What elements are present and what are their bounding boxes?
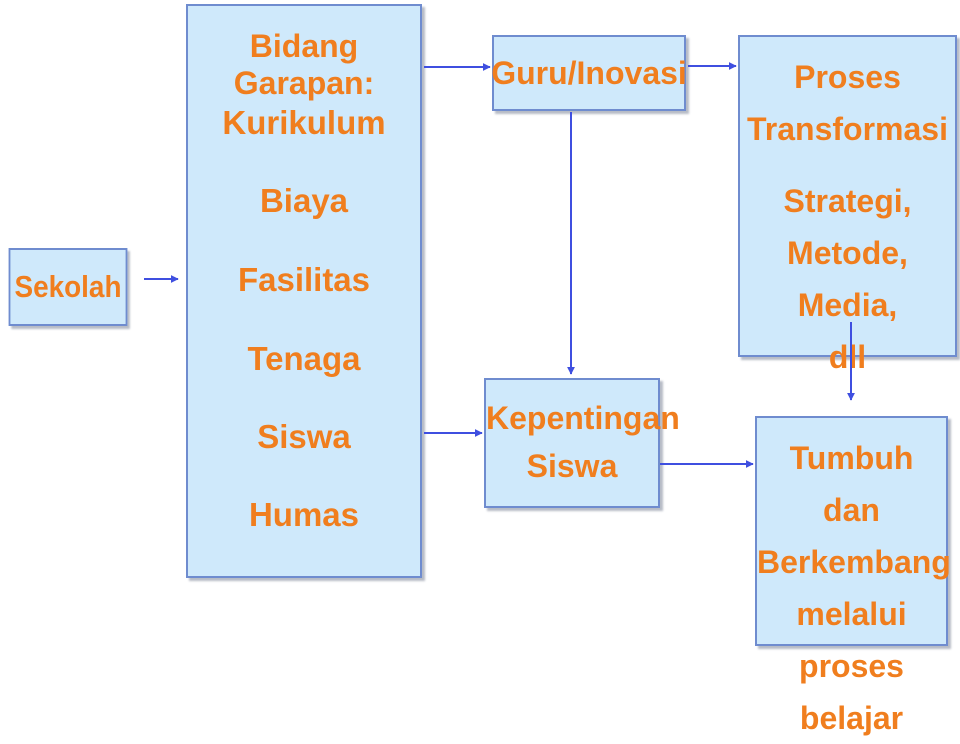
proses-line-1: Proses — [794, 59, 901, 95]
bidang-item-siswa: Siswa — [257, 418, 351, 455]
bidang-item-humas: Humas — [248, 496, 360, 533]
tumbuh-line-1: Tumbuh dan — [789, 440, 914, 528]
tumbuh-line-4: proses belajar — [799, 648, 904, 736]
proses-detail-line-2: Metode, Media, — [787, 235, 908, 323]
tumbuh-line-3: melalui — [796, 596, 907, 632]
bidang-item-fasilitas: Fasilitas — [237, 261, 371, 298]
tumbuh-line-2: Berkembang — [757, 544, 951, 580]
node-guru-inovasi: Guru/Inovasi — [491, 35, 687, 111]
proses-detail-line-3: dll — [828, 339, 867, 375]
bidang-garapan-title: Bidang Garapan: — [233, 28, 375, 101]
node-kepentingan-siswa: Kepentingan Siswa — [484, 378, 680, 508]
node-bidang-garapan: Bidang Garapan: Kurikulum Biaya Fasilita… — [186, 4, 422, 578]
kepentingan-line-2: Siswa — [526, 448, 618, 484]
proses-line-2: Transformasi — [747, 111, 948, 147]
bidang-item-kurikulum: Kurikulum — [222, 104, 386, 141]
node-sekolah-label: Sekolah — [14, 269, 122, 304]
node-sekolah: Sekolah — [8, 248, 128, 326]
proses-detail-line-1: Strategi, — [783, 183, 912, 219]
connector-arrows — [144, 62, 855, 468]
bidang-item-tenaga: Tenaga — [247, 340, 361, 377]
node-guru-inovasi-label: Guru/Inovasi — [491, 54, 687, 91]
node-proses-transformasi: Proses Transformasi Strategi, Metode, Me… — [738, 35, 957, 375]
bidang-item-biaya: Biaya — [259, 182, 349, 219]
kepentingan-line-1: Kepentingan — [486, 400, 680, 436]
